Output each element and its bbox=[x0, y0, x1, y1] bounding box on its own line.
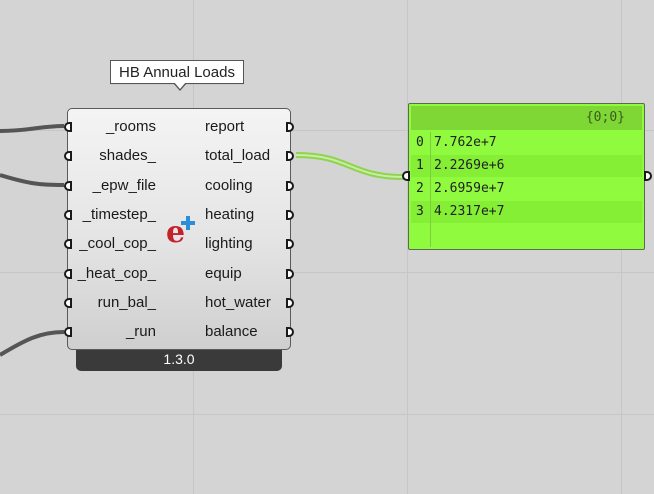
row-index: 2 bbox=[416, 181, 424, 196]
output-equip[interactable]: equip bbox=[205, 265, 242, 282]
output-grip[interactable] bbox=[286, 122, 294, 132]
input-timestep[interactable]: _timestep_ bbox=[82, 206, 156, 223]
row-value: 4.2317e+7 bbox=[434, 204, 505, 219]
output-hot-water[interactable]: hot_water bbox=[205, 294, 271, 311]
input-grip[interactable] bbox=[64, 210, 72, 220]
output-panel[interactable]: {0;0} 0 7.762e+7 1 2.2269e+6 2 2.6959e+7… bbox=[408, 103, 645, 250]
output-grip[interactable] bbox=[286, 181, 294, 191]
panel-header: {0;0} bbox=[411, 106, 642, 130]
output-cooling[interactable]: cooling bbox=[205, 177, 253, 194]
svg-text:e: e bbox=[166, 215, 185, 248]
energyplus-icon: e bbox=[166, 215, 195, 248]
input-grip[interactable] bbox=[64, 122, 72, 132]
panel-row: 0 7.762e+7 bbox=[411, 132, 642, 154]
input-rooms[interactable]: _rooms bbox=[105, 118, 156, 135]
output-total-load[interactable]: total_load bbox=[205, 147, 271, 164]
panel-row: 2 2.6959e+7 bbox=[411, 178, 642, 200]
hb-annual-loads-component[interactable]: _rooms shades_ _epw_file _timestep_ _coo… bbox=[64, 108, 294, 350]
input-grip[interactable] bbox=[64, 151, 72, 161]
panel-row-empty bbox=[411, 224, 642, 246]
wire-rooms[interactable] bbox=[0, 124, 65, 133]
output-report[interactable]: report bbox=[205, 118, 245, 135]
component-tooltip: HB Annual Loads bbox=[110, 60, 244, 84]
input-run[interactable]: _run bbox=[125, 323, 156, 340]
output-grip[interactable] bbox=[286, 269, 294, 279]
input-cool-cop[interactable]: _cool_cop_ bbox=[79, 235, 156, 252]
row-value: 2.6959e+7 bbox=[434, 181, 505, 196]
input-epw-file[interactable]: _epw_file bbox=[92, 177, 156, 194]
row-value: 7.762e+7 bbox=[434, 135, 497, 150]
output-heating[interactable]: heating bbox=[205, 206, 255, 223]
wire-run[interactable] bbox=[0, 330, 65, 357]
output-grip[interactable] bbox=[286, 298, 294, 308]
panel-row: 3 4.2317e+7 bbox=[411, 201, 642, 223]
row-value: 2.2269e+6 bbox=[434, 158, 505, 173]
output-grip[interactable] bbox=[286, 239, 294, 249]
row-index: 0 bbox=[416, 135, 424, 150]
panel-output-grip[interactable] bbox=[644, 171, 652, 181]
panel-data-path: {0;0} bbox=[585, 110, 625, 125]
input-run-bal[interactable]: run_bal_ bbox=[97, 294, 156, 311]
panel-row: 1 2.2269e+6 bbox=[411, 155, 642, 177]
input-grip[interactable] bbox=[64, 298, 72, 308]
wire-epw-file[interactable] bbox=[0, 173, 65, 187]
tooltip-pointer bbox=[173, 82, 187, 91]
input-grip[interactable] bbox=[64, 327, 72, 337]
row-index: 1 bbox=[416, 158, 424, 173]
panel-index-divider bbox=[430, 132, 431, 247]
output-lighting[interactable]: lighting bbox=[205, 235, 253, 252]
panel-input-grip[interactable] bbox=[402, 171, 410, 181]
input-heat-cop[interactable]: _heat_cop_ bbox=[77, 265, 156, 282]
output-balance[interactable]: balance bbox=[205, 323, 258, 340]
input-grip[interactable] bbox=[64, 269, 72, 279]
output-grip[interactable] bbox=[286, 151, 294, 161]
output-grip[interactable] bbox=[286, 210, 294, 220]
input-grip[interactable] bbox=[64, 181, 72, 191]
row-index: 3 bbox=[416, 204, 424, 219]
output-grip[interactable] bbox=[286, 327, 294, 337]
input-grip[interactable] bbox=[64, 239, 72, 249]
input-shades[interactable]: shades_ bbox=[99, 147, 156, 164]
